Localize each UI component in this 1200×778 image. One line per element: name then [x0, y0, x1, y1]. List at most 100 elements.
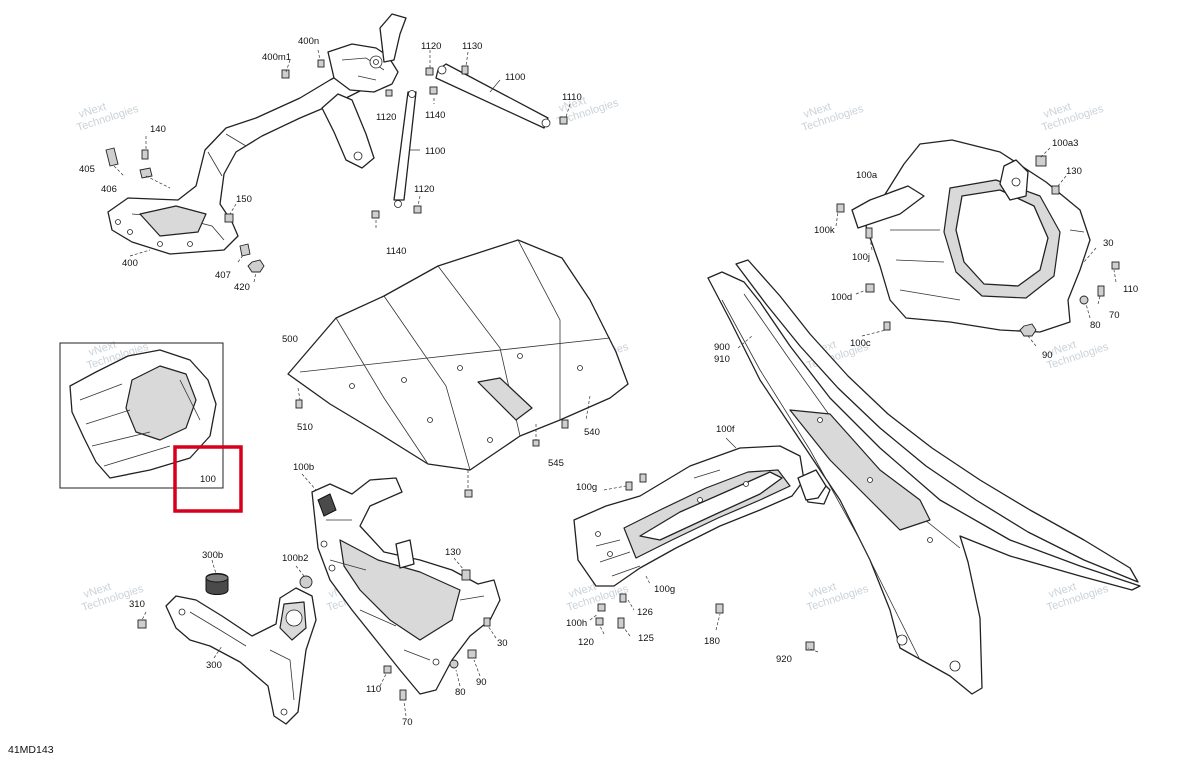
nut-420[interactable]	[247, 259, 265, 273]
nut-90-right[interactable]	[1019, 323, 1037, 337]
callout-140: 140	[150, 124, 166, 135]
mounting-hole	[457, 365, 463, 371]
bolt-70-lower[interactable]	[399, 689, 407, 701]
detail-line	[335, 317, 429, 465]
bolt-100d[interactable]	[865, 283, 875, 293]
leader-line	[589, 485, 721, 637]
bolt-100k[interactable]	[836, 203, 845, 213]
detail-line	[890, 229, 1085, 301]
mounting-hole	[280, 708, 288, 716]
washer-100b2[interactable]	[299, 575, 313, 589]
callout-100j: 100j	[852, 252, 870, 263]
bolt-180[interactable]	[715, 603, 724, 614]
nut-120[interactable]	[595, 617, 604, 626]
washer-100h[interactable]	[597, 603, 606, 612]
bolt-400n[interactable]	[317, 59, 325, 68]
side-bracket-300[interactable]	[165, 587, 317, 725]
mounting-hole	[487, 437, 493, 443]
bolt-100g-top[interactable]	[625, 481, 633, 491]
callout-100: 100	[200, 474, 216, 485]
frame-rail-900[interactable]	[707, 271, 1141, 695]
bushing-top	[205, 573, 229, 583]
support-arm-400[interactable]	[107, 65, 373, 255]
bolt-920[interactable]	[805, 641, 815, 651]
rod-end-right	[541, 118, 551, 128]
detail-line	[517, 239, 561, 420]
callout-70-lower: 70	[402, 717, 413, 728]
nut-1120-mid[interactable]	[385, 89, 393, 97]
callout-300: 300	[206, 660, 222, 671]
detail-line	[326, 519, 485, 661]
bolt-30-lower[interactable]	[483, 617, 491, 627]
leader-line	[375, 50, 571, 228]
washer-80-right[interactable]	[1079, 295, 1089, 305]
plate-stiffener	[639, 471, 783, 541]
mounting-hole	[817, 417, 823, 423]
callout-80-right: 80	[1090, 320, 1101, 331]
bolt-1130[interactable]	[461, 65, 469, 75]
mounting-hole	[115, 219, 121, 225]
bolt-545-lower[interactable]	[464, 489, 473, 498]
bolt-100c[interactable]	[883, 321, 891, 331]
bolt-400m1[interactable]	[281, 69, 290, 79]
callout-110-lower: 110	[366, 684, 381, 695]
bolt-70-right[interactable]	[1097, 285, 1105, 297]
hanging-link[interactable]	[321, 93, 375, 169]
rear-frame-assembly[interactable]: 100b 100b2 130 30 90 80 110 70	[282, 462, 508, 728]
mounting-hole	[353, 151, 363, 161]
washer-80-lower[interactable]	[449, 659, 459, 669]
front-frame-assembly[interactable]: 100a3 130 100a 100k 100j 100d 100c 30 11…	[814, 138, 1138, 361]
nut-545[interactable]	[532, 439, 540, 447]
bushing-100a3[interactable]	[1035, 155, 1047, 167]
inset-reference-100[interactable]: 100	[59, 342, 243, 513]
support-arm-gusset	[139, 205, 207, 237]
bolt-125[interactable]	[617, 617, 625, 629]
callout-1100-vertical: 1100	[425, 146, 445, 157]
link-rod-1100-vertical[interactable]	[393, 91, 417, 201]
callout-90-lower: 90	[476, 677, 487, 688]
bracket-100a[interactable]	[851, 185, 925, 229]
bolt-1140-upper[interactable]	[429, 86, 438, 95]
floor-panel-assembly[interactable]: 500 510 540 545	[282, 239, 629, 498]
mounting-plate-assembly[interactable]: 100f 100g 100g 126 100h 120 125 180	[566, 424, 827, 648]
bolt-100g-top-2[interactable]	[639, 473, 647, 483]
watermark: vNext Technologies	[1040, 101, 1105, 134]
nut-110-lower[interactable]	[383, 665, 392, 674]
callout-1140-upper: 1140	[425, 110, 445, 121]
nut-1120-top[interactable]	[425, 67, 434, 76]
bolt-310[interactable]	[137, 619, 147, 629]
link-rod-assembly[interactable]: 1120 1130 1100 1110 1120 1140 1100 1120 …	[371, 41, 582, 257]
washer-140[interactable]	[141, 149, 149, 160]
detail-line	[721, 299, 921, 661]
bolt-110-right[interactable]	[1111, 261, 1120, 270]
bolt-405[interactable]	[105, 147, 119, 167]
support-arm-assembly[interactable]: 400m1 400n 405 140 406 150 407 420 400	[79, 13, 407, 293]
side-bracket-assembly[interactable]: 300b 310 300	[129, 550, 317, 725]
nut-130-lower[interactable]	[461, 569, 471, 581]
link-rod-1100-horizontal[interactable]	[435, 63, 549, 129]
callout-30-right: 30	[1103, 238, 1114, 249]
nut-150[interactable]	[224, 213, 234, 223]
frame-rail-910[interactable]	[735, 259, 1139, 583]
callout-407: 407	[215, 270, 231, 281]
bolt-1140-lower[interactable]	[371, 210, 380, 219]
callout-90-right: 90	[1042, 350, 1053, 361]
nut-1120-bottom[interactable]	[413, 205, 422, 214]
detail-line	[595, 469, 721, 577]
bolt-126[interactable]	[619, 593, 627, 603]
callout-100h: 100h	[566, 618, 587, 629]
bolt-1110[interactable]	[559, 116, 568, 125]
nut-90-lower[interactable]	[467, 649, 477, 659]
bolt-510[interactable]	[295, 399, 303, 409]
spacer-406[interactable]	[139, 167, 153, 179]
bolt-407[interactable]	[239, 243, 251, 257]
nut-130-right[interactable]	[1051, 185, 1060, 195]
bolt-100j[interactable]	[865, 227, 873, 239]
frame-bracket	[395, 539, 415, 569]
bolt-540[interactable]	[561, 419, 569, 429]
callout-1120-mid: 1120	[376, 112, 396, 123]
upper-bracket-400n[interactable]	[327, 43, 399, 93]
callout-80-lower: 80	[455, 687, 466, 698]
